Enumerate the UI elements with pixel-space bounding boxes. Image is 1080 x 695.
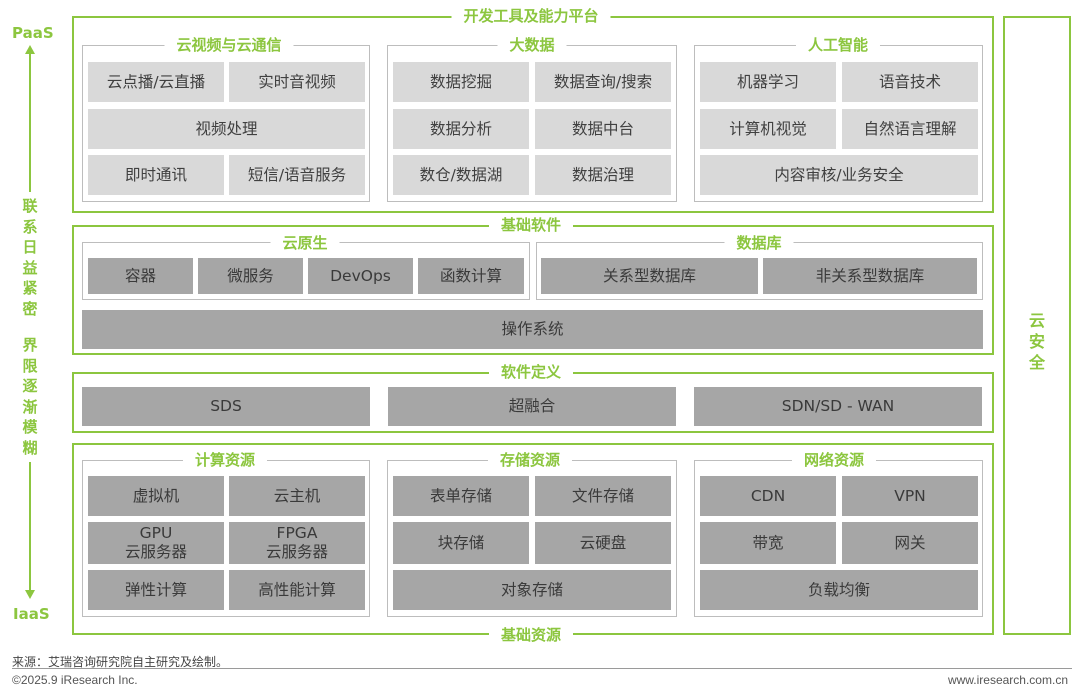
network-title: 网络资源	[791, 451, 877, 469]
cell-relational-db: 关系型数据库	[541, 258, 758, 294]
cell-hyperconverged: 超融合	[388, 387, 676, 426]
big-data-title: 大数据	[497, 36, 567, 54]
compute-title: 计算资源	[182, 451, 268, 469]
website-link[interactable]: www.iresearch.com.cn	[947, 673, 1068, 687]
cell-sdn-sdwan: SDN/SD - WAN	[694, 387, 982, 426]
cell-im: 即时通讯	[88, 155, 224, 195]
cell-data-lake: 数仓/数据湖	[393, 155, 529, 195]
video-comm-title: 云视频与云通信	[164, 36, 294, 54]
footer-divider	[12, 668, 1072, 669]
paas-label: PaaS	[12, 24, 54, 42]
axis-text-blurred: 界 限 逐 渐 模 糊	[22, 336, 38, 457]
cloud-security-frame	[1003, 16, 1071, 635]
up-arrow-icon	[25, 45, 35, 192]
cell-function-compute: 函数计算	[418, 258, 524, 294]
cell-gpu-server: GPU 云服务器	[88, 522, 224, 564]
ai-title: 人工智能	[795, 36, 881, 54]
cell-vpn: VPN	[842, 476, 978, 516]
cell-elastic-compute: 弹性计算	[88, 570, 224, 610]
cell-bandwidth: 带宽	[700, 522, 836, 564]
cell-microservice: 微服务	[198, 258, 303, 294]
cell-nonrelational-db: 非关系型数据库	[763, 258, 977, 294]
cloud-native-title: 云原生	[270, 234, 340, 252]
cell-load-balancing: 负载均衡	[700, 570, 978, 610]
software-defined-title: 软件定义	[488, 363, 574, 381]
cell-vm: 虚拟机	[88, 476, 224, 516]
cell-computer-vision: 计算机视觉	[700, 109, 836, 149]
cell-block-storage: 块存储	[393, 522, 529, 564]
cell-rtc: 实时音视频	[229, 62, 365, 102]
cell-gateway: 网关	[842, 522, 978, 564]
source-note: 来源：艾瑞咨询研究院自主研究及绘制。	[12, 655, 229, 669]
cell-devops: DevOps	[308, 258, 413, 294]
cell-cdn: CDN	[700, 476, 836, 516]
axis-text-closer: 联 系 日 益 紧 密	[22, 197, 38, 318]
cell-sms-voice: 短信/语音服务	[229, 155, 365, 195]
cell-file-storage: 文件存储	[535, 476, 671, 516]
cell-sds: SDS	[82, 387, 370, 426]
cell-object-storage: 对象存储	[393, 570, 671, 610]
cell-machine-learning: 机器学习	[700, 62, 836, 102]
cell-fpga-server: FPGA 云服务器	[229, 522, 365, 564]
cloud-security-label: 云 安 全	[1028, 311, 1045, 372]
cell-hpc: 高性能计算	[229, 570, 365, 610]
cell-data-analysis: 数据分析	[393, 109, 529, 149]
cell-content-moderation: 内容审核/业务安全	[700, 155, 978, 195]
cell-data-governance: 数据治理	[535, 155, 671, 195]
basic-resources-title: 基础资源	[488, 626, 574, 644]
cell-operating-system: 操作系统	[82, 310, 983, 349]
cell-table-storage: 表单存储	[393, 476, 529, 516]
cell-data-mining: 数据挖掘	[393, 62, 529, 102]
basic-software-title: 基础软件	[488, 216, 574, 234]
database-title: 数据库	[724, 234, 794, 252]
cell-speech-tech: 语音技术	[842, 62, 978, 102]
cell-cloud-disk: 云硬盘	[535, 522, 671, 564]
cell-data-query: 数据查询/搜索	[535, 62, 671, 102]
down-arrow-icon	[25, 462, 35, 599]
cell-cloud-host: 云主机	[229, 476, 365, 516]
cell-container: 容器	[88, 258, 193, 294]
copyright: ©2025.9 iResearch Inc.	[12, 673, 138, 687]
storage-title: 存储资源	[487, 451, 573, 469]
cell-nlu: 自然语言理解	[842, 109, 978, 149]
iaas-label: IaaS	[13, 605, 50, 623]
cell-data-middle: 数据中台	[535, 109, 671, 149]
cell-video-processing: 视频处理	[88, 109, 365, 149]
dev-platform-title: 开发工具及能力平台	[451, 7, 611, 25]
cell-vod-live: 云点播/云直播	[88, 62, 224, 102]
